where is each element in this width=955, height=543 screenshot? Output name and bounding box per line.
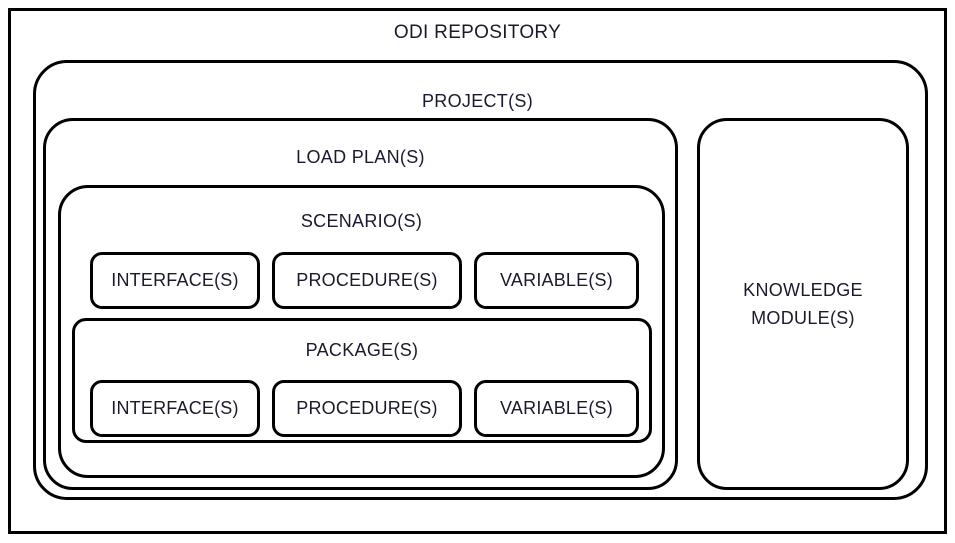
scenario-variable-label: VARIABLE(S)	[500, 270, 613, 290]
package-procedure-label: PROCEDURE(S)	[296, 398, 438, 418]
scenario-variable-box[interactable]: VARIABLE(S)	[474, 252, 639, 309]
scenarios-label: SCENARIO(S)	[300, 211, 423, 231]
load-plans-label: LOAD PLAN(S)	[296, 147, 425, 167]
package-variable-box[interactable]: VARIABLE(S)	[474, 380, 639, 437]
knowledge-modules-label-line1: KNOWLEDGE	[743, 280, 863, 300]
knowledge-modules-label-line2: MODULE(S)	[751, 308, 855, 328]
scenario-procedure-box[interactable]: PROCEDURE(S)	[272, 252, 462, 309]
package-interface-label: INTERFACE(S)	[111, 398, 239, 418]
scenario-procedure-label: PROCEDURE(S)	[296, 270, 438, 290]
package-interface-box[interactable]: INTERFACE(S)	[90, 380, 260, 437]
knowledge-modules-text: KNOWLEDGE MODULE(S)	[743, 276, 863, 332]
packages-label: PACKAGE(S)	[305, 340, 419, 360]
knowledge-modules-container: KNOWLEDGE MODULE(S)	[697, 118, 909, 490]
odi-repository-label: ODI REPOSITORY	[393, 22, 562, 43]
package-procedure-box[interactable]: PROCEDURE(S)	[272, 380, 462, 437]
scenario-interface-label: INTERFACE(S)	[111, 270, 239, 290]
package-variable-label: VARIABLE(S)	[500, 398, 613, 418]
scenario-interface-box[interactable]: INTERFACE(S)	[90, 252, 260, 309]
projects-label: PROJECT(S)	[422, 91, 533, 111]
